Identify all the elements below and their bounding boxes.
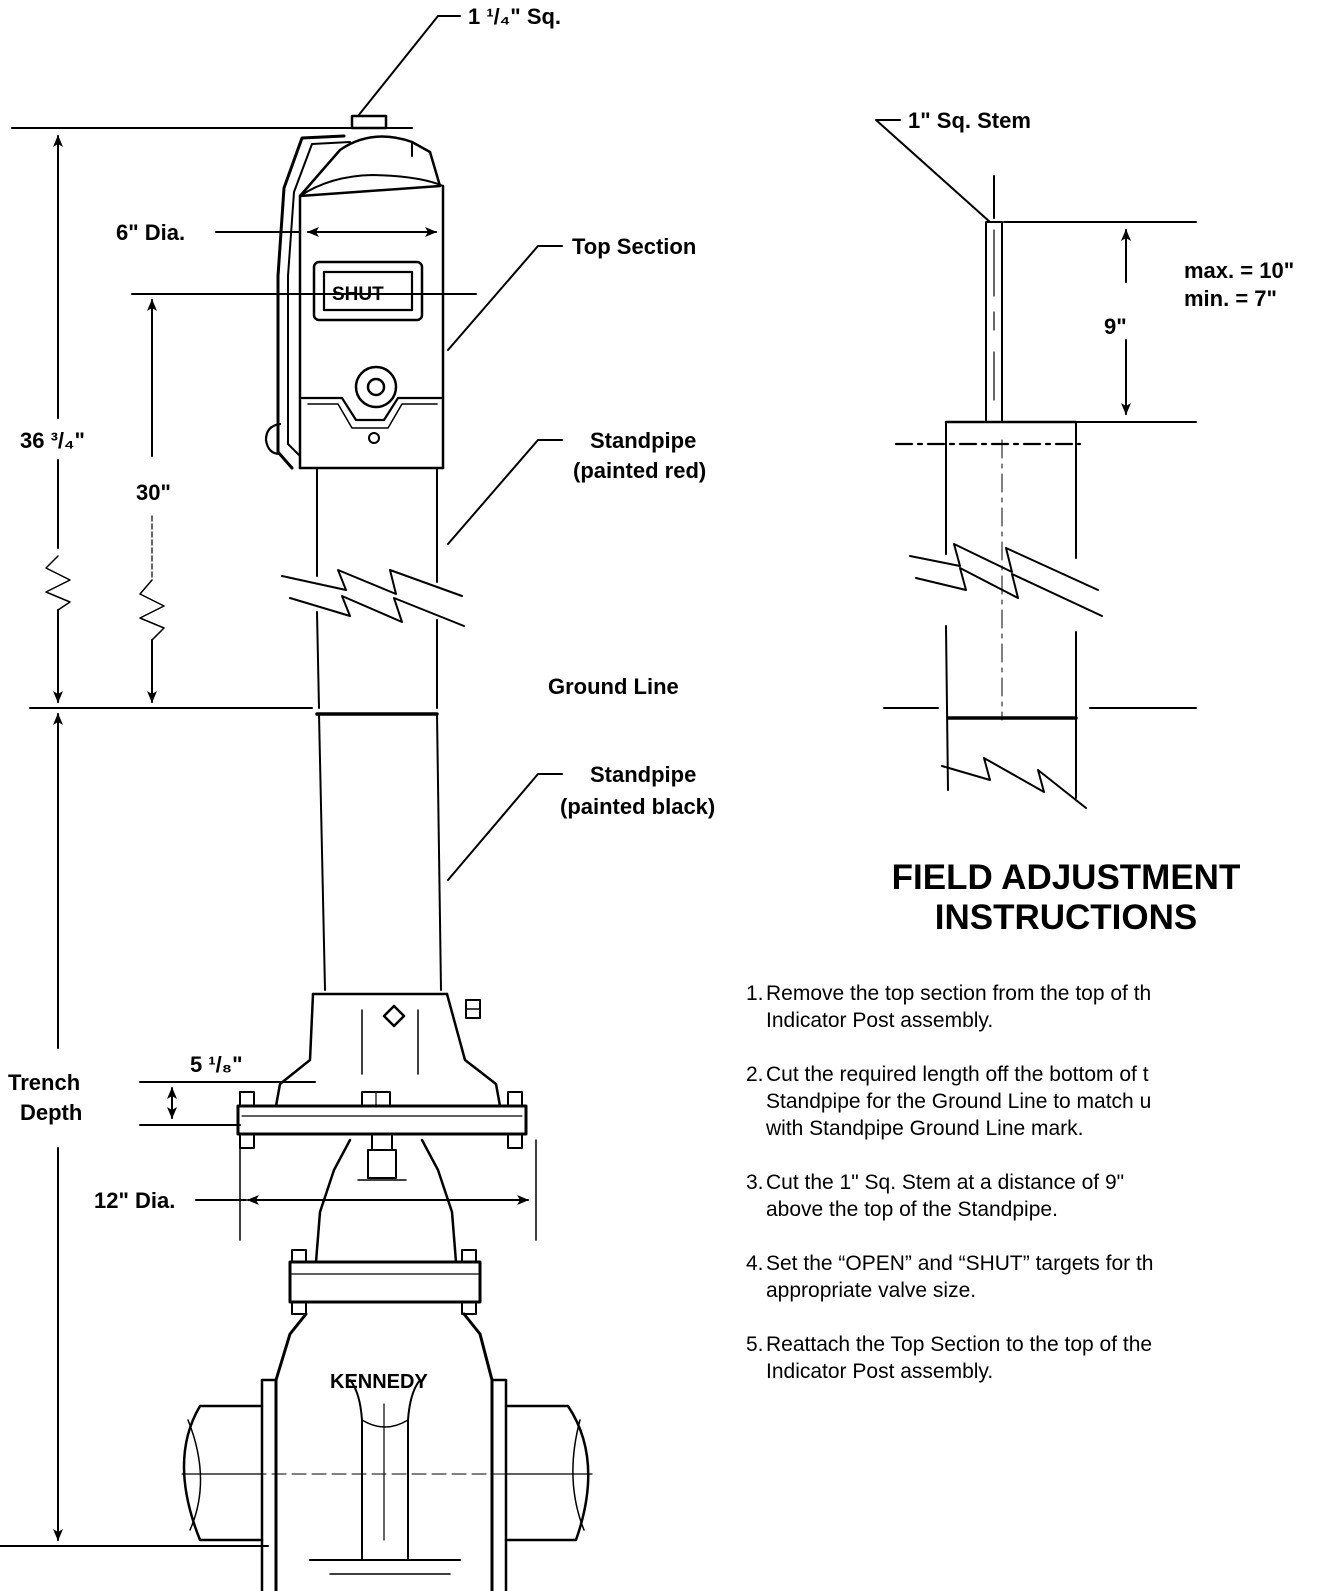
step-text-line: Cut the required length off the bottom o… (766, 1063, 1149, 1086)
step-text-line: Cut the 1" Sq. Stem at a distance of 9" (766, 1171, 1125, 1194)
step-number: 1. (746, 982, 764, 1005)
valve-bonnet (236, 992, 528, 1181)
instructions-list: 1. Remove the top section from the top o… (746, 980, 1326, 1412)
instruction-step: 2. Cut the required length off the botto… (746, 1061, 1326, 1142)
stem-max-label: max. = 10" (1184, 258, 1294, 283)
instruction-step: 5. Reattach the Top Section to the top o… (746, 1331, 1326, 1385)
standpipe-red (281, 467, 465, 716)
standpipe-red-label: Standpipe (590, 428, 696, 453)
valve-brand-text: KENNEDY (330, 1371, 428, 1393)
step-number: 5. (746, 1333, 764, 1356)
step-text-line: with Standpipe Ground Line mark. (766, 1117, 1084, 1140)
standpipe-black-note: (painted black) (560, 794, 715, 819)
gate-valve-body (181, 1138, 593, 1591)
instructions-heading: FIELD ADJUSTMENT INSTRUCTIONS (846, 858, 1286, 938)
standpipe-black-label: Standpipe (590, 762, 696, 787)
stem-detail (875, 119, 1197, 809)
instructions-title-line1: FIELD ADJUSTMENT (891, 858, 1241, 897)
step-text-line: Indicator Post assembly. (766, 1360, 994, 1383)
standpipe-black (311, 713, 449, 996)
stem-square-label: 1" Sq. Stem (908, 108, 1031, 133)
base-height-label: 5 ¹/₈" (190, 1052, 243, 1077)
standpipe-red-note: (painted red) (573, 458, 706, 483)
step-number: 3. (746, 1171, 764, 1194)
top-dia-label: 6" Dia. (116, 220, 185, 245)
step-text-line: Indicator Post assembly. (766, 1009, 994, 1032)
instructions-title-line2: INSTRUCTIONS (934, 898, 1198, 937)
top-section-label: Top Section (572, 234, 696, 259)
step-number: 2. (746, 1063, 764, 1086)
stem-min-label: min. = 7" (1184, 286, 1277, 311)
step-text-line: Standpipe for the Ground Line to match u (766, 1090, 1152, 1113)
instruction-step: 4. Set the “OPEN” and “SHUT” targets for… (746, 1250, 1326, 1304)
depth-label: Depth (20, 1100, 82, 1125)
dimension-lines (0, 15, 563, 1547)
step-text-line: Set the “OPEN” and “SHUT” targets for th (766, 1252, 1154, 1275)
instruction-step: 1. Remove the top section from the top o… (746, 980, 1326, 1034)
step-text-line: appropriate valve size. (766, 1279, 977, 1302)
step-text-line: above the top of the Standpipe. (766, 1198, 1058, 1221)
ground-line-label: Ground Line (548, 674, 679, 699)
step-text-line: Remove the top section from the top of t… (766, 982, 1152, 1005)
step-text-line: Reattach the Top Section to the top of t… (766, 1333, 1153, 1356)
stem-cut-label: 9" (1104, 314, 1127, 339)
instruction-step: 3. Cut the 1" Sq. Stem at a distance of … (746, 1169, 1326, 1223)
overall-height-label: 36 ³/₄" (20, 428, 85, 453)
trench-label: Trench (8, 1070, 80, 1095)
step-number: 4. (746, 1252, 764, 1275)
top-section-housing (264, 114, 445, 470)
top-square-label: 1 ¹/₄" Sq. (468, 4, 561, 29)
flange-dia-label: 12" Dia. (94, 1188, 175, 1213)
post-height-label: 30" (136, 480, 171, 505)
